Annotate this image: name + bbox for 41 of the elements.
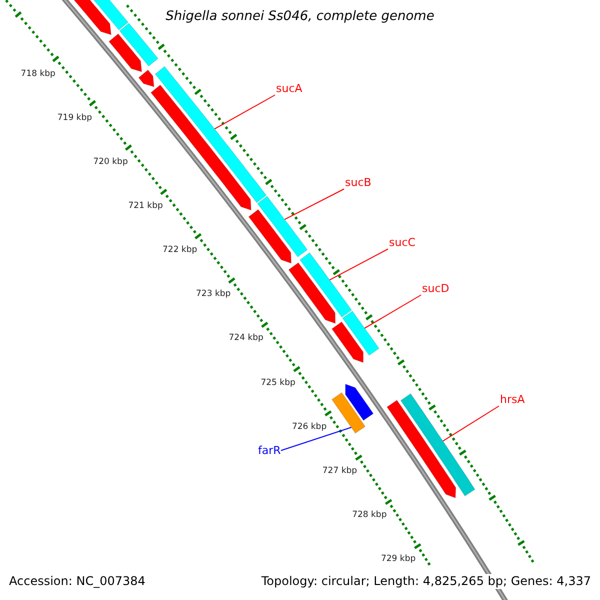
tick-label: 722 kbp <box>162 245 198 256</box>
tick-label: 729 kbp <box>380 554 417 564</box>
accession-note: Accession: NC_007384 <box>8 574 146 589</box>
leader-line <box>284 188 344 220</box>
gene-block <box>257 196 308 258</box>
tick-label: 724 kbp <box>228 333 264 344</box>
gene-label: hrsA <box>500 393 525 406</box>
tick-label: 728 kbp <box>351 510 388 520</box>
gene-label: farR <box>258 444 281 457</box>
gene-feature <box>108 33 142 72</box>
tick-label: 720 kbp <box>92 156 129 167</box>
tick-label: 726 kbp <box>290 422 328 432</box>
gene-block <box>300 252 352 318</box>
gene-block <box>119 22 158 67</box>
leader-line <box>329 248 388 280</box>
gene-feature <box>331 321 364 363</box>
gene-label: sucC <box>389 236 416 249</box>
gene-feature <box>386 400 456 498</box>
tick-label: 718 kbp <box>20 68 56 79</box>
gene-block <box>342 310 380 356</box>
gene-feature <box>248 209 292 264</box>
gene-block <box>154 66 267 204</box>
gene-label: sucD <box>422 282 450 295</box>
tick-label: 725 kbp <box>260 378 296 388</box>
leader-line <box>280 426 352 451</box>
gene-block <box>331 392 366 434</box>
gene-block <box>400 393 476 496</box>
gene-label: sucA <box>276 82 302 95</box>
leader-line <box>364 294 422 329</box>
tick-label: 727 kbp <box>321 466 358 476</box>
gene-feature <box>138 70 154 88</box>
genome-summary-note: Topology: circular; Length: 4,825,265 bp; Genes: 4,337 <box>260 574 592 589</box>
leader-line <box>442 406 500 442</box>
gene-feature <box>345 384 374 421</box>
title: Shigella sonnei Ss046, complete genome <box>166 9 434 24</box>
tick-label: 719 kbp <box>56 112 94 123</box>
gene-feature <box>288 262 336 324</box>
leader-line <box>214 94 276 130</box>
gene-label: sucB <box>345 176 372 189</box>
tick-label: 721 kbp <box>127 201 164 212</box>
tick-label: 723 kbp <box>195 289 232 300</box>
